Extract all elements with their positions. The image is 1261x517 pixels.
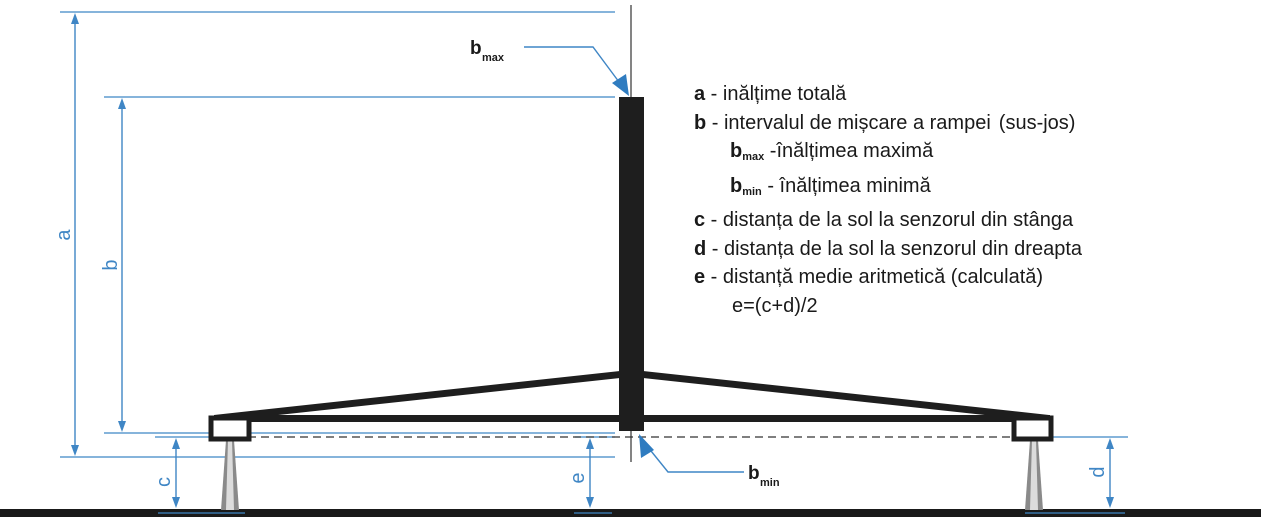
legend-row-bmax: bmax -înălțimea maximă	[730, 140, 934, 163]
arrow-e-bottom	[586, 497, 594, 508]
legend-row-c: c - distanța de la sol la senzorul din s…	[694, 209, 1074, 231]
end-block-left	[208, 415, 252, 442]
legend-row-d: d - distanța de la sol la senzorul din d…	[694, 237, 1082, 260]
arrow-c-bottom	[172, 497, 180, 508]
arrow-e-top	[586, 438, 594, 449]
legend-row-e: e - distanță medie aritmetică (calculată…	[694, 266, 1044, 288]
label-c: c	[153, 477, 175, 487]
arrow-a-bottom	[71, 445, 79, 456]
arrow-a-top	[71, 13, 79, 24]
legend-row-a: a - inălțime totală	[694, 83, 847, 105]
legend: a - inălțime totală b - intervalul de mi…	[694, 80, 1082, 320]
legend-row-bmin: bmin - înălțimea minimă	[730, 174, 931, 198]
label-b: b	[100, 259, 122, 270]
dimension-lines	[71, 13, 1114, 508]
sensor-left	[221, 440, 239, 510]
legend-row-b: b - intervalul de mișcare a rampei(sus-j…	[694, 111, 1076, 134]
vertical-mast	[619, 97, 644, 431]
bmin-callout: b min	[639, 434, 780, 489]
ground-line	[0, 509, 1261, 517]
label-d: d	[1087, 466, 1109, 477]
label-bmin-main: b	[748, 463, 760, 484]
brace-right	[643, 371, 1049, 422]
label-a: a	[53, 229, 75, 241]
label-e: e	[567, 472, 589, 483]
brace-left	[214, 371, 620, 422]
legend-formula: e=(c+d)/2	[732, 294, 818, 317]
sensor-right	[1025, 440, 1043, 510]
label-bmax-sub: max	[482, 52, 505, 64]
label-bmin-sub: min	[760, 477, 780, 489]
bmax-callout: b max	[470, 38, 629, 96]
ramp-structure	[208, 97, 1054, 442]
arrow-d-bottom	[1106, 497, 1114, 508]
arrow-c-top	[172, 438, 180, 449]
arrow-b-bottom	[118, 421, 126, 432]
label-bmax-main: b	[470, 38, 482, 59]
arrow-b-top	[118, 98, 126, 109]
end-block-right	[1011, 415, 1054, 442]
arrow-d-top	[1106, 438, 1114, 449]
